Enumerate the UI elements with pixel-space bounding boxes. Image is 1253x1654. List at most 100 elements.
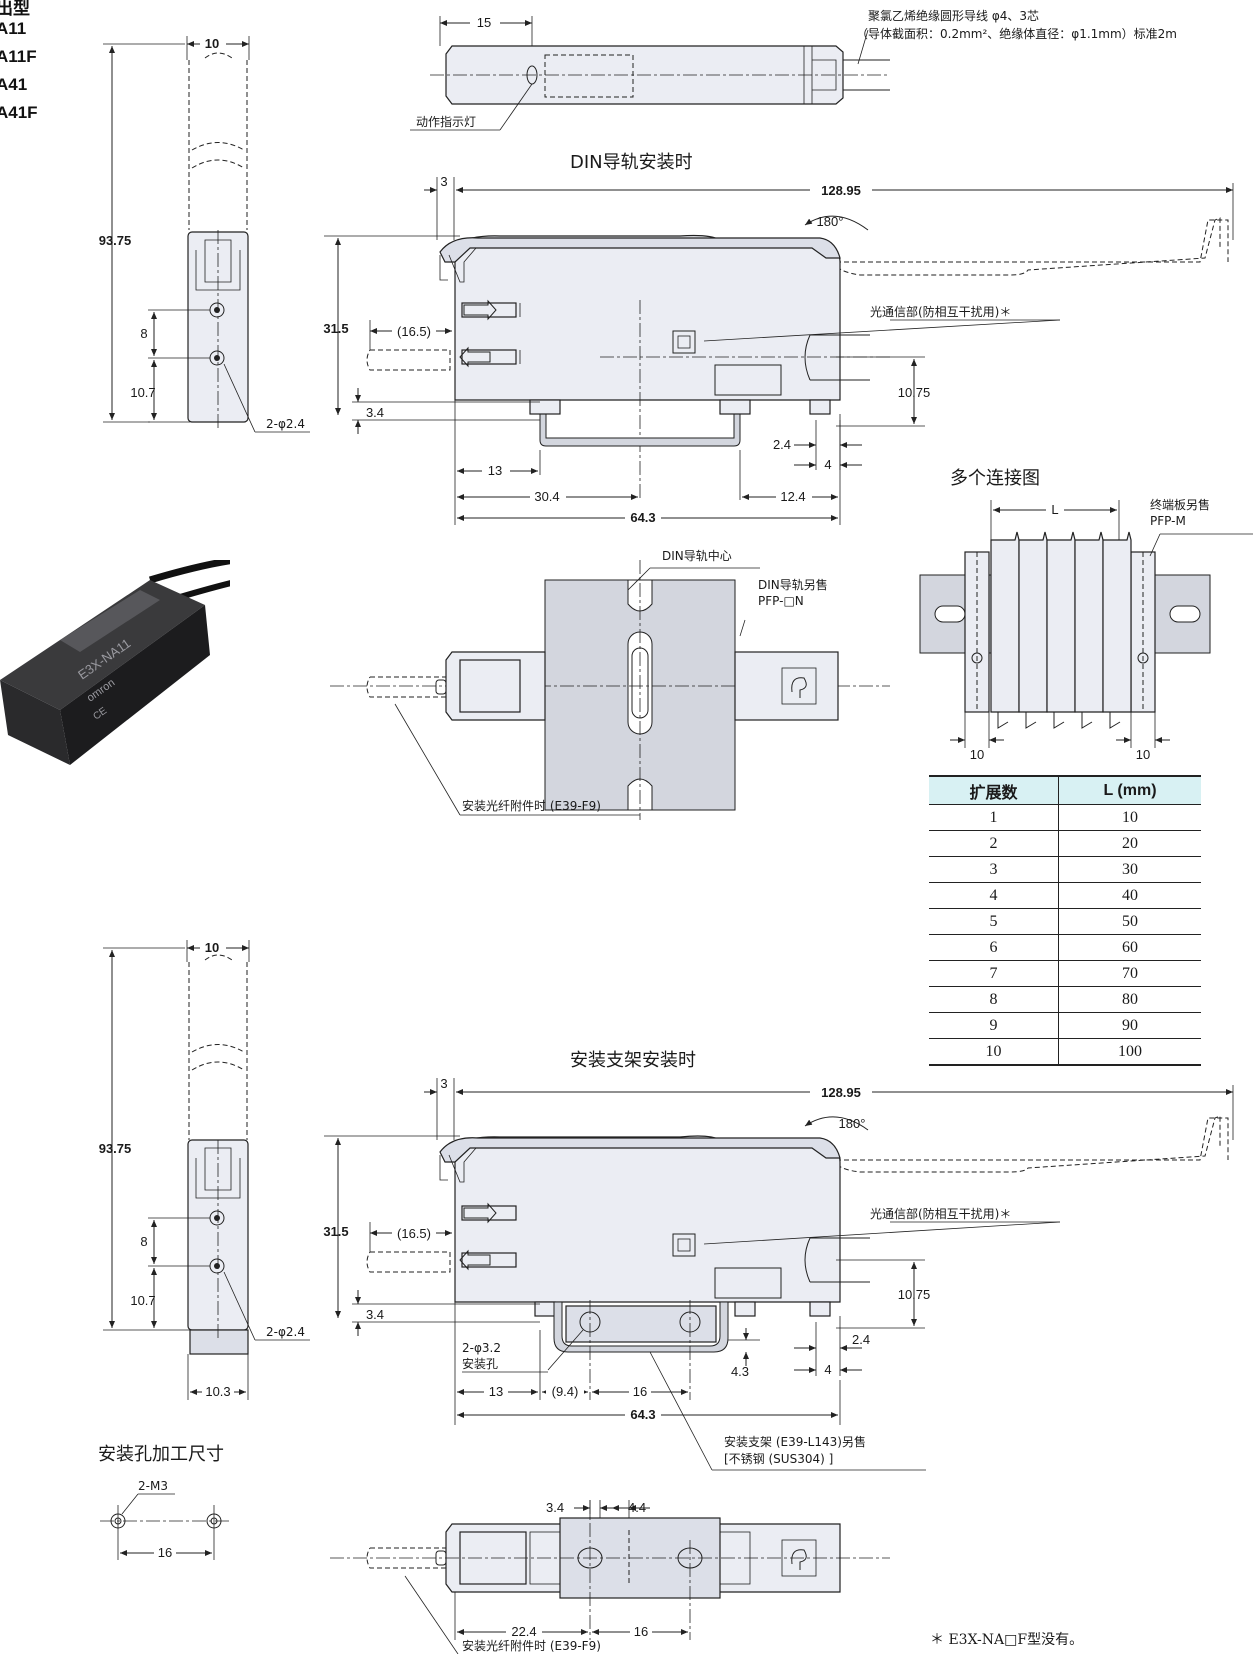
table-cell: 40 (1058, 882, 1201, 909)
table-cell: 10 (1058, 804, 1201, 831)
footnote: ＊ E3X-NA□F型没有。 (930, 1632, 1083, 1648)
svg-text:2-M3: 2-M3 (138, 1479, 168, 1493)
svg-text:(9.4): (9.4) (552, 1384, 579, 1399)
svg-text:128.95: 128.95 (821, 183, 861, 198)
svg-text:10.3: 10.3 (205, 1384, 230, 1399)
front-view-bracket: 10 8 10.7 93.75 2-φ2.4 10.3 (99, 940, 310, 1400)
svg-text:(16.5): (16.5) (397, 1226, 431, 1241)
svg-text:12.4: 12.4 (780, 489, 805, 504)
svg-text:安装支架安装时: 安装支架安装时 (570, 1050, 696, 1071)
svg-text:31.5: 31.5 (323, 1224, 348, 1239)
svg-text:A11F: A11F (0, 47, 37, 66)
table-cell: 3 (929, 856, 1059, 883)
svg-text:8: 8 (140, 326, 147, 341)
din-side-view: DIN导轨安装时 3 128.95 180° 31.5 (1 (323, 152, 1234, 526)
svg-text:13: 13 (489, 1384, 503, 1399)
svg-text:安装孔加工尺寸: 安装孔加工尺寸 (98, 1444, 224, 1465)
svg-text:A11: A11 (0, 19, 26, 38)
bracket-top-view: 3.4 4.4 22.4 16 安装光纤附件时 (E39-F9) (330, 1500, 890, 1654)
table-cell: 7 (929, 960, 1059, 987)
svg-text:3: 3 (440, 1076, 447, 1091)
svg-text:16: 16 (158, 1545, 172, 1560)
svg-text:[不锈钢 (SUS304) ]: [不锈钢 (SUS304) ] (724, 1452, 833, 1466)
table-cell: 10 (929, 1038, 1059, 1066)
table-cell: 70 (1058, 960, 1201, 987)
svg-text:安装支架 (E39-L143)另售: 安装支架 (E39-L143)另售 (724, 1434, 866, 1449)
table-cell: 100 (1058, 1038, 1201, 1066)
svg-text:64.3: 64.3 (630, 510, 655, 525)
table-header-row: 扩展数 L (mm) (929, 775, 1201, 805)
svg-text:8: 8 (140, 1234, 147, 1249)
svg-text:DIN导轨安装时: DIN导轨安装时 (570, 152, 693, 173)
svg-text:DIN导轨中心: DIN导轨中心 (662, 548, 732, 563)
svg-text:DIN导轨另售: DIN导轨另售 (758, 577, 828, 592)
svg-text:3.4: 3.4 (366, 1307, 384, 1322)
svg-text:4.3: 4.3 (731, 1364, 749, 1379)
front-view-din: 10 8 10.7 93.75 2-φ2.4 (99, 36, 310, 433)
svg-text:L: L (1051, 502, 1058, 517)
table-cell: 4 (929, 882, 1059, 909)
column-header: L (mm) (1058, 775, 1201, 805)
svg-text:180°: 180° (839, 1116, 866, 1131)
svg-text:180°: 180° (817, 214, 844, 229)
top-view: 15 聚氯乙烯绝缘圆形导线 φ4、3芯 （导体截面积：0.2mm²、绝缘体直径：… (410, 8, 1177, 131)
svg-text:93.75: 93.75 (99, 1141, 132, 1156)
svg-text:10.7: 10.7 (130, 385, 155, 400)
svg-text:PFP-M: PFP-M (1150, 514, 1186, 528)
table-cell: 6 (929, 934, 1059, 961)
svg-text:多个连接图: 多个连接图 (950, 468, 1040, 489)
svg-text:16: 16 (633, 1384, 647, 1399)
model-list: 出型 A11 A11F A41 A41F (0, 0, 38, 122)
svg-text:2-φ3.2: 2-φ3.2 (462, 1341, 501, 1355)
svg-text:22.4: 22.4 (511, 1624, 536, 1639)
column-header: 扩展数 (929, 775, 1059, 805)
svg-text:出型: 出型 (0, 0, 30, 18)
svg-text:安装光纤附件时 (E39-F9): 安装光纤附件时 (E39-F9) (462, 798, 601, 813)
svg-text:A41F: A41F (0, 103, 38, 122)
svg-text:PFP-□N: PFP-□N (758, 594, 804, 608)
svg-text:10: 10 (205, 36, 219, 51)
table-cell: 60 (1058, 934, 1201, 961)
table-cell: 1 (929, 804, 1059, 831)
svg-text:4: 4 (824, 1362, 831, 1377)
svg-text:(16.5): (16.5) (397, 324, 431, 339)
svg-text:聚氯乙烯绝缘圆形导线 φ4、3芯: 聚氯乙烯绝缘圆形导线 φ4、3芯 (868, 8, 1039, 23)
svg-text:10: 10 (970, 747, 984, 762)
svg-text:3.4: 3.4 (546, 1500, 564, 1515)
svg-text:15: 15 (477, 15, 491, 30)
table-cell: 20 (1058, 830, 1201, 857)
table-cell: 2 (929, 830, 1059, 857)
table-cell: 90 (1058, 1012, 1201, 1039)
svg-text:30.4: 30.4 (534, 489, 559, 504)
table-cell: 30 (1058, 856, 1201, 883)
multi-connect-view: 多个连接图 L 10 10 终端板另售 PFP-M (919, 468, 1253, 762)
svg-text:安装光纤附件时 (E39-F9): 安装光纤附件时 (E39-F9) (462, 1638, 601, 1653)
svg-text:64.3: 64.3 (630, 1407, 655, 1422)
svg-text:2.4: 2.4 (852, 1332, 870, 1347)
svg-text:2.4: 2.4 (773, 437, 791, 452)
din-top-view: DIN导轨中心 DIN导轨另售 PFP-□N 安装光纤附件时 (E39-F9) (330, 548, 890, 820)
svg-text:（导体截面积：0.2mm²、绝缘体直径：φ1.1mm）标准2: （导体截面积：0.2mm²、绝缘体直径：φ1.1mm）标准2m (856, 26, 1177, 41)
svg-text:2-φ2.4: 2-φ2.4 (266, 417, 305, 431)
svg-text:16: 16 (634, 1624, 648, 1639)
hole-machining-view: 安装孔加工尺寸 16 2-M3 (98, 1444, 230, 1561)
svg-text:31.5: 31.5 (323, 321, 348, 336)
svg-text:终端板另售: 终端板另售 (1150, 497, 1210, 512)
svg-text:安装孔: 安装孔 (462, 1356, 498, 1371)
svg-text:光通信部(防相互干扰用)＊: 光通信部(防相互干扰用)＊ (870, 304, 1011, 319)
svg-text:10: 10 (205, 940, 219, 955)
svg-text:4.4: 4.4 (628, 1500, 646, 1515)
svg-text:4: 4 (824, 457, 831, 472)
svg-text:3.4: 3.4 (366, 405, 384, 420)
